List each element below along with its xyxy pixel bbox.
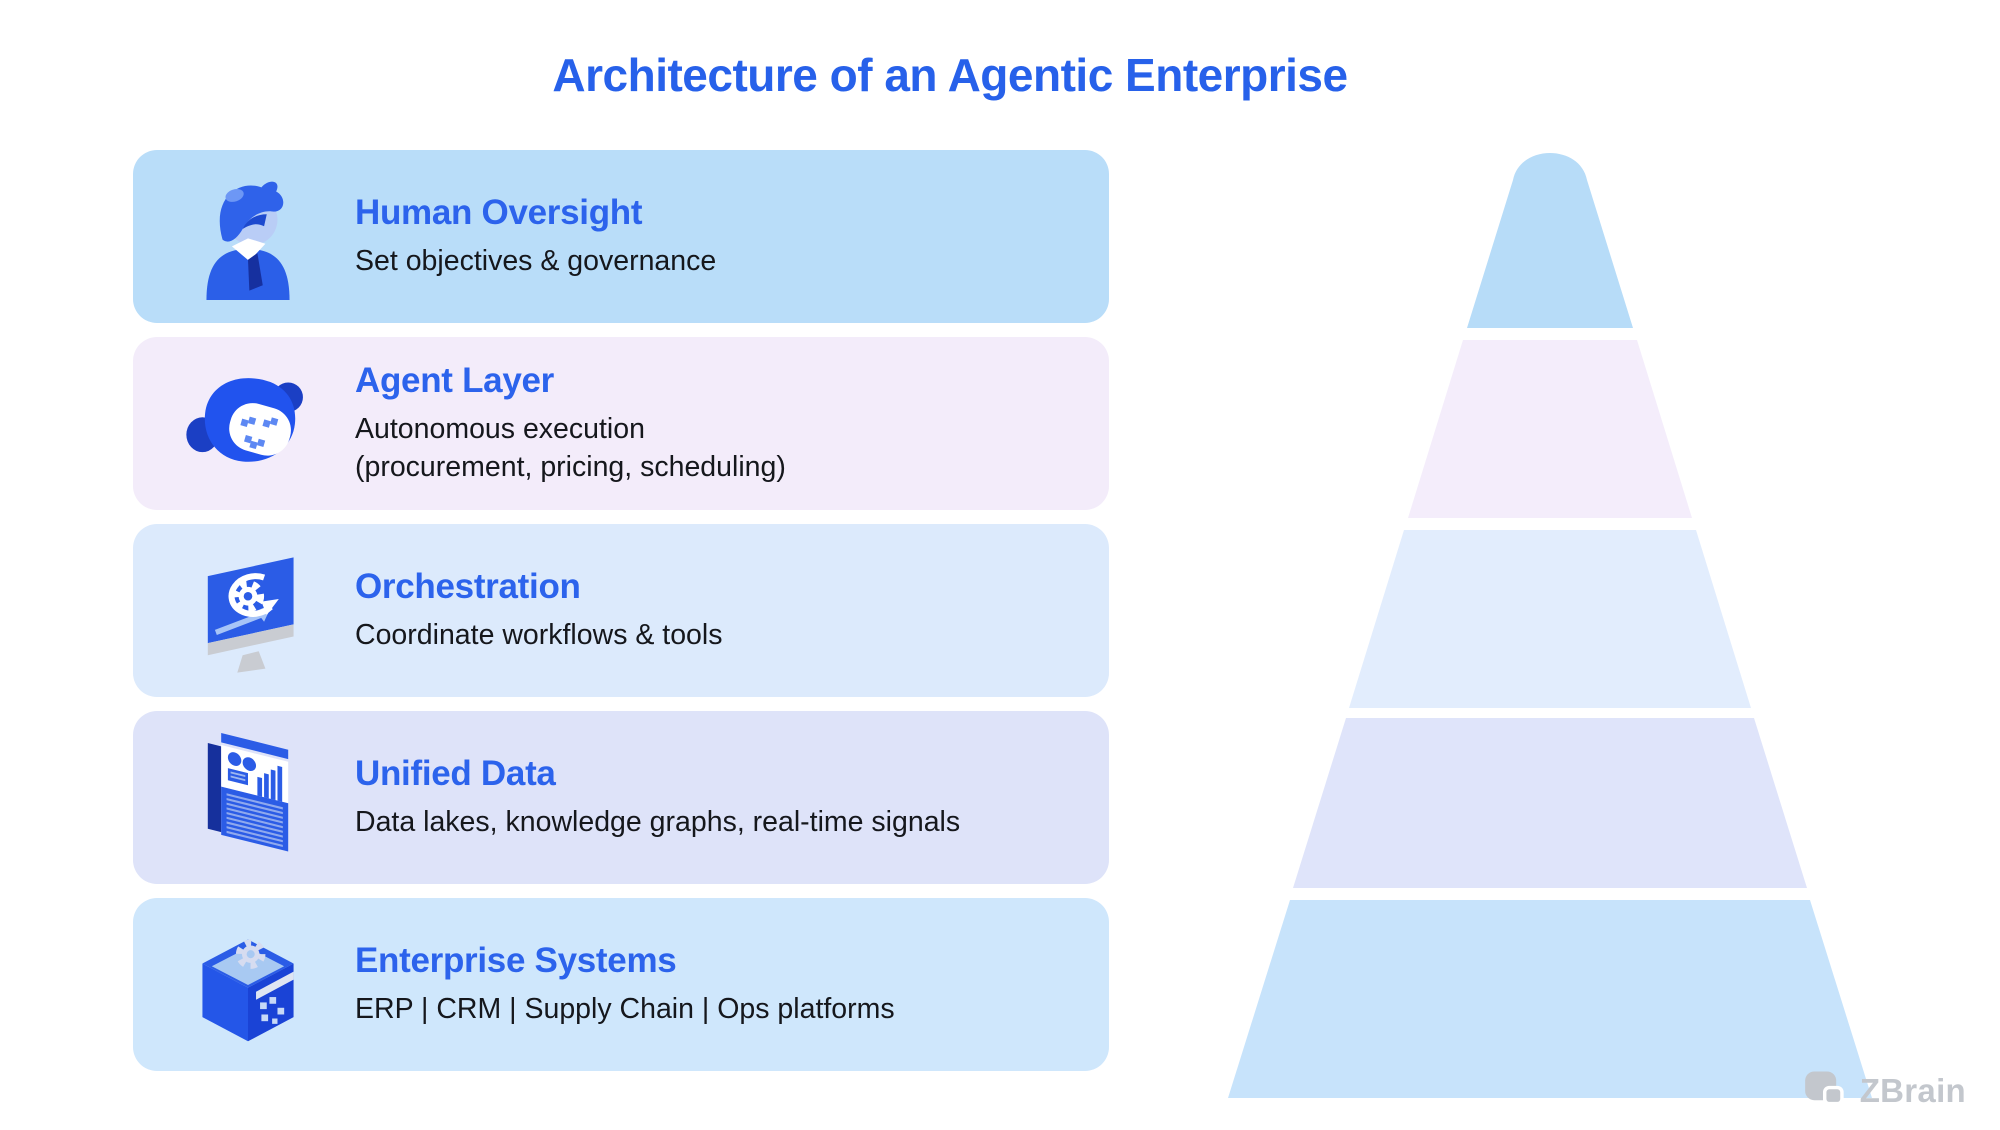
robot-icon (181, 357, 315, 491)
pyramid-slice-human-oversight (1467, 153, 1633, 328)
layer-subtitle: Coordinate workflows & tools (355, 618, 723, 651)
card-text: Orchestration Coordinate workflows & too… (355, 567, 723, 654)
layer-card-agent-layer: Agent Layer Autonomous execution (procur… (133, 337, 1109, 510)
layer-card-unified-data: Unified Data Data lakes, knowledge graph… (133, 711, 1109, 884)
layer-card-orchestration: Orchestration Coordinate workflows & too… (133, 524, 1109, 697)
zbrain-watermark: ZBrain (1804, 1070, 1966, 1112)
pyramid-slice-unified-data (1293, 718, 1807, 888)
card-text: Enterprise Systems ERP | CRM | Supply Ch… (355, 941, 895, 1028)
layer-title: Human Oversight (355, 192, 643, 232)
person-icon (181, 170, 315, 304)
zbrain-logo-icon (1804, 1071, 1844, 1106)
layer-subtitle: Data lakes, knowledge graphs, real-time … (355, 805, 961, 838)
pyramid-slice-orchestration (1349, 530, 1751, 708)
pyramid-slice-agent-layer (1408, 340, 1692, 518)
layer-title: Agent Layer (355, 360, 554, 400)
page-title: Architecture of an Agentic Enterprise (552, 49, 1348, 101)
layer-subtitle: Set objectives & governance (355, 244, 717, 277)
pyramid-slice-enterprise-systems (1228, 900, 1872, 1098)
layer-title: Enterprise Systems (355, 940, 677, 980)
box-gear-icon (181, 918, 315, 1052)
layer-subtitle: Autonomous execution (procurement, prici… (355, 412, 786, 483)
pyramid-diagram (1228, 153, 1872, 1098)
card-text: Agent Layer Autonomous execution (procur… (355, 361, 786, 486)
monitor-gear-icon (181, 544, 315, 678)
card-text: Human Oversight Set objectives & governa… (355, 193, 716, 280)
layer-card-enterprise-systems: Enterprise Systems ERP | CRM | Supply Ch… (133, 898, 1109, 1071)
layer-title: Orchestration (355, 566, 581, 606)
data-report-icon (181, 731, 315, 865)
layer-subtitle: ERP | CRM | Supply Chain | Ops platforms (355, 992, 895, 1025)
layer-title: Unified Data (355, 753, 556, 793)
layer-card-human-oversight: Human Oversight Set objectives & governa… (133, 150, 1109, 323)
card-text: Unified Data Data lakes, knowledge graph… (355, 754, 960, 841)
layer-cards: Human Oversight Set objectives & governa… (133, 150, 1109, 1071)
zbrain-logo-text: ZBrain (1859, 1072, 1966, 1109)
